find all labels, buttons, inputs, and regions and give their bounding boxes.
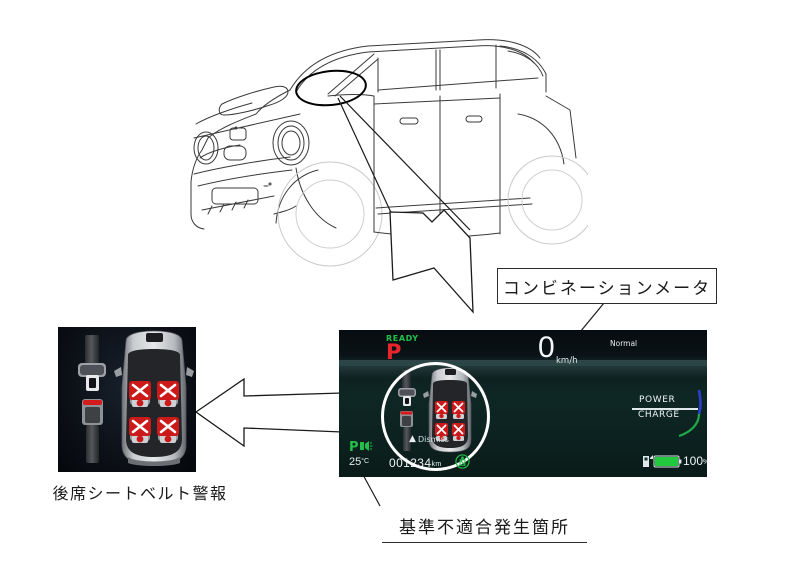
seat-panel-graphic [78, 330, 194, 466]
speed-unit: km/h [556, 356, 578, 366]
odometer-value: 001234 [389, 456, 432, 470]
seatbelt-telltale-icon [455, 454, 470, 473]
power-charge-gauge [678, 390, 702, 438]
dismiss-button[interactable]: Dismiss [418, 435, 449, 444]
callout-combination-meter: コンビネーションメータ [497, 268, 717, 304]
state-of-charge-value: 100 [683, 454, 704, 468]
seat-warning [157, 417, 179, 443]
gauge-center-line [632, 408, 698, 410]
svg-text:P: P [349, 440, 359, 453]
car-top-view [114, 330, 194, 466]
state-of-charge-unit: % [703, 459, 707, 466]
label-rear-seatbelt-warning: 後席シートベルト警報 [52, 484, 228, 503]
seatbelt-buckle-icon [78, 335, 106, 463]
label-defect-location: 基準不適合発生箇所 [382, 508, 587, 543]
battery-icon [643, 455, 682, 468]
ready-indicator: READY [386, 334, 419, 343]
seat-warning [129, 381, 151, 407]
parking-brake-icon: P [349, 438, 375, 457]
outside-temperature: 25°C [349, 456, 369, 468]
temperature-unit: °C [361, 458, 370, 465]
gear-position-indicator: P [386, 340, 402, 364]
drive-mode-label: Normal [610, 339, 638, 348]
power-label: POWER [639, 395, 676, 405]
odometer-unit: km [431, 461, 442, 468]
state-of-charge: 100% [683, 454, 707, 468]
cluster-top-band [339, 330, 707, 366]
seat-warning [129, 417, 151, 443]
combination-meter-display: READY P 0 km/h Normal [339, 330, 707, 477]
charge-label: CHARGE [638, 410, 680, 420]
odometer: 001234km [389, 456, 442, 470]
dismiss-caret-icon[interactable]: ▲ [409, 434, 416, 444]
car-line-drawing [190, 39, 588, 267]
enlarged-rear-seatbelt-display [58, 327, 196, 472]
speed-value: 0 [538, 331, 555, 364]
seat-warning-group [129, 381, 179, 443]
defect-highlight-circle [381, 362, 490, 471]
temperature-value: 25 [349, 456, 362, 468]
seat-warning [157, 381, 179, 407]
